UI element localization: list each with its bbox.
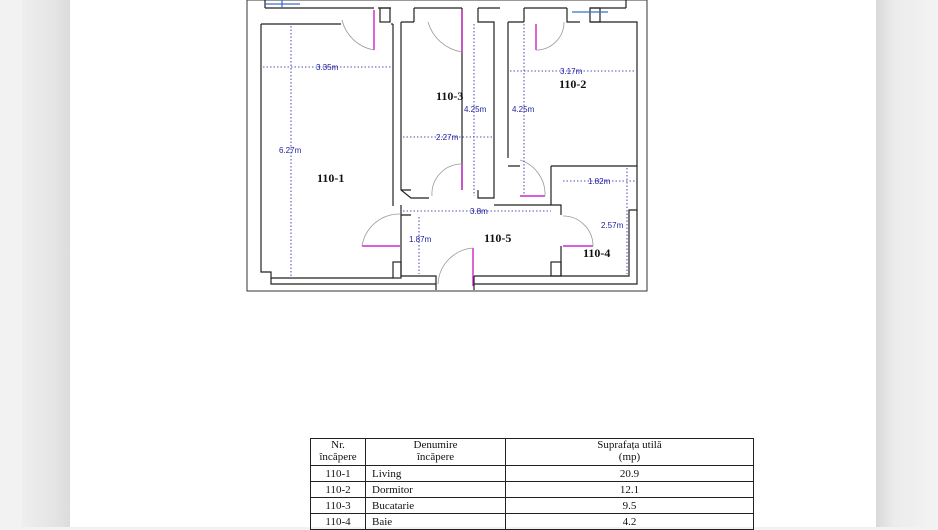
dimension-lines [263,24,635,276]
table-row: 110-2 Dormitor 12.1 [310,481,754,498]
room-label-110-5: 110-5 [484,231,511,245]
table-row: 110-4 Baie 4.2 [310,513,754,530]
header-text: (mp) [618,451,641,463]
room-area-table-container: Nr. încăpere Denumire încăpere Suprafața… [310,438,754,530]
plan-frame [246,0,648,292]
cell-area: 12.1 [505,481,754,498]
table-row: 110-1 Living 20.9 [310,465,754,482]
walls [260,0,638,290]
header-room-number: Nr. încăpere [310,438,366,466]
dimension-label: 4.25m [464,105,487,114]
cell-room-number: 110-2 [310,481,366,498]
cell-room-number: 110-4 [310,513,366,530]
header-text: Suprafața utilă [597,439,662,451]
dimension-label: 6.27m [279,146,302,155]
cell-area: 20.9 [505,465,754,482]
cell-room-number: 110-3 [310,497,366,514]
table-header-row: Nr. încăpere Denumire încăpere Suprafața… [310,438,754,466]
dimension-label: 1.82m [588,177,611,186]
header-usable-area: Suprafața utilă (mp) [505,438,754,466]
header-room-name: Denumire încăpere [365,438,506,466]
dimension-label: 4.25m [512,105,535,114]
cell-room-name: Baie [365,513,506,530]
cell-area: 9.5 [505,497,754,514]
header-text: Denumire [413,439,458,451]
dimension-label: 3.8m [470,207,488,216]
dimension-label: 2.27m [436,133,459,142]
cell-room-number: 110-1 [310,465,366,482]
cell-room-name: Dormitor [365,481,506,498]
dimension-label: 1.87m [409,235,432,244]
cell-area: 4.2 [505,513,754,530]
room-label-110-1: 110-1 [317,171,344,185]
table-row: 110-3 Bucatarie 9.5 [310,497,754,514]
cell-room-name: Living [365,465,506,482]
header-text: Nr. [331,439,345,451]
room-label-110-4: 110-4 [583,246,610,260]
dimension-label: 3.35m [316,63,339,72]
doors [265,0,608,286]
dimension-label: 3.17m [560,67,583,76]
page-shadow-left [22,0,70,527]
cell-room-name: Bucatarie [365,497,506,514]
dimension-label: 2.57m [601,221,624,230]
header-text: încăpere [319,451,357,463]
header-text: încăpere [416,451,455,463]
page-shadow-right [876,0,938,527]
room-label-110-2: 110-2 [559,77,586,91]
room-area-table: Nr. încăpere Denumire încăpere Suprafața… [310,438,754,530]
room-label-110-3: 110-3 [436,89,463,103]
